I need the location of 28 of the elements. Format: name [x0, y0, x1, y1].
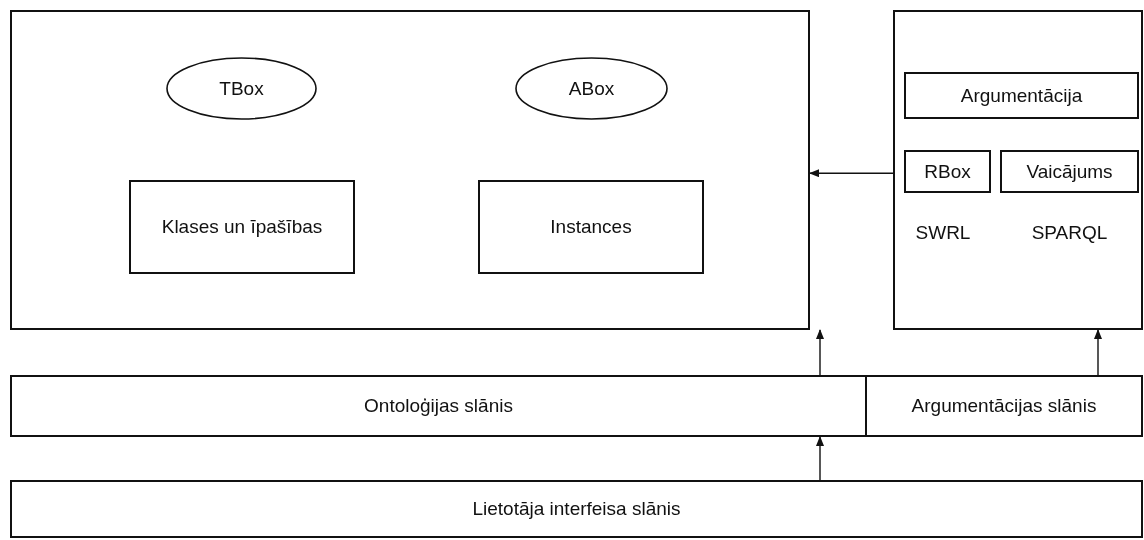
- node-label: Klases un īpašības: [161, 216, 323, 238]
- process-box: [129, 180, 355, 274]
- arrow: [809, 169, 894, 178]
- process-box: [478, 180, 704, 274]
- process-box: [1000, 150, 1139, 193]
- arrow: [1094, 329, 1102, 376]
- node-label: Argumentācijas slānis: [911, 395, 1097, 417]
- process-box: [904, 72, 1139, 119]
- annotation-text: SPARQL: [1030, 222, 1109, 244]
- process-box: [904, 150, 991, 193]
- arrow: [816, 436, 824, 481]
- ellipse-node: [515, 57, 668, 120]
- outer-panel: [10, 10, 810, 330]
- node-label: Ontoloģijas slānis: [364, 395, 513, 417]
- ellipse-node: [166, 57, 317, 120]
- node-label: ABox: [568, 77, 615, 100]
- arrow: [816, 329, 824, 376]
- layer-box: [10, 480, 1143, 538]
- node-label: Vaicājums: [1026, 160, 1113, 183]
- annotation-text: SWRL: [914, 222, 972, 244]
- node-label: Argumentācija: [960, 84, 1083, 107]
- node-label: TBox: [219, 77, 264, 100]
- node-label: Lietotāja interfeisa slānis: [472, 498, 681, 520]
- node-label: Instances: [550, 216, 632, 238]
- node-label: RBox: [924, 160, 971, 183]
- outer-panel: [893, 10, 1143, 330]
- layer-box: [10, 375, 867, 437]
- layer-box: [865, 375, 1143, 437]
